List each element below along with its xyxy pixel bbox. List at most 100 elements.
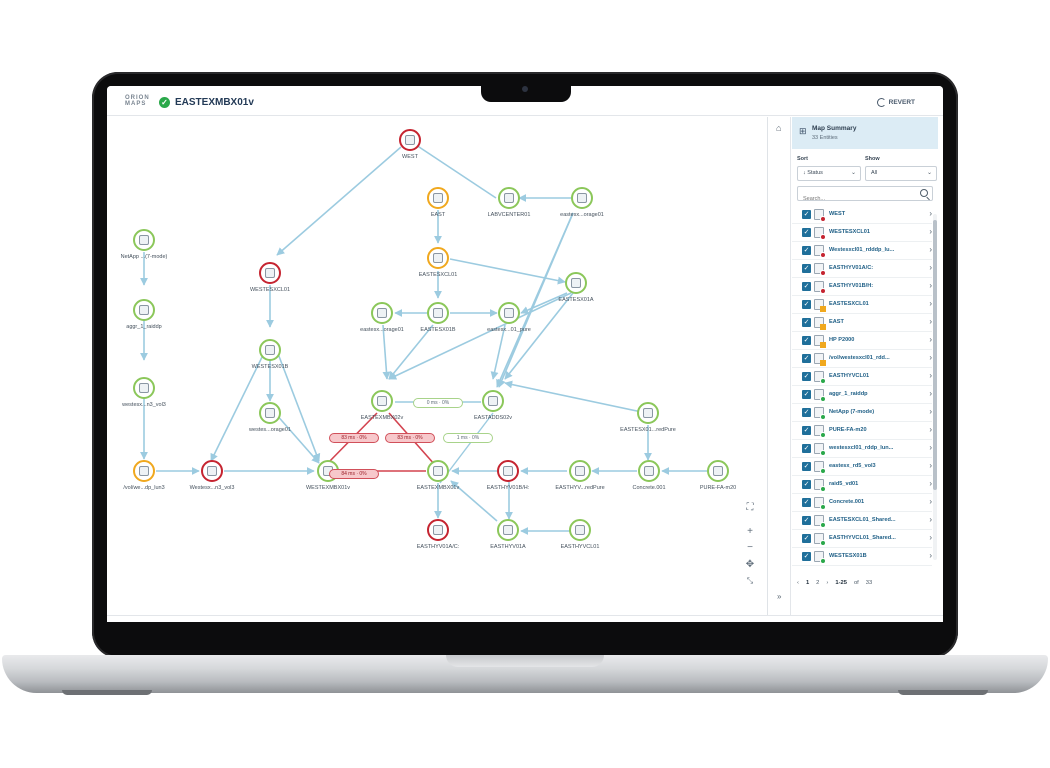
map-node[interactable] [498, 187, 520, 209]
link-metric-badge[interactable]: 83 ms · 0% [385, 433, 435, 443]
map-node[interactable] [498, 302, 520, 324]
chevron-right-icon[interactable]: › [929, 353, 932, 362]
map-node[interactable] [427, 460, 449, 482]
entity-checkbox[interactable]: ✓ [802, 300, 811, 309]
map-node[interactable] [637, 402, 659, 424]
entity-row[interactable]: ✓raid5_vd01› [792, 476, 932, 494]
entity-checkbox[interactable]: ✓ [802, 480, 811, 489]
map-node[interactable] [482, 390, 504, 412]
link-metric-badge[interactable]: 0 ms · 0% [413, 398, 463, 408]
chevron-right-icon[interactable]: › [929, 371, 932, 380]
entity-checkbox[interactable]: ✓ [802, 336, 811, 345]
map-summary-card[interactable]: ⊞ Map Summary 33 Entities [792, 117, 938, 149]
map-node[interactable] [427, 187, 449, 209]
search-icon[interactable] [920, 189, 928, 197]
fit-to-screen-button[interactable]: ⛶ [746, 502, 754, 513]
collapse-button[interactable]: ⤡ [746, 576, 754, 585]
entity-checkbox[interactable]: ✓ [802, 444, 811, 453]
entity-checkbox[interactable]: ✓ [802, 516, 811, 525]
map-node[interactable] [133, 460, 155, 482]
entity-row[interactable]: ✓Westesxcl01_rdddp_lu...› [792, 242, 932, 260]
map-node[interactable] [371, 302, 393, 324]
chevron-right-icon[interactable]: › [929, 425, 932, 434]
entity-row[interactable]: ✓Concrete.001› [792, 494, 932, 512]
entity-checkbox[interactable]: ✓ [802, 246, 811, 255]
entity-row[interactable]: ✓/vol/westesxcl01_rdd...› [792, 350, 932, 368]
entity-checkbox[interactable]: ✓ [802, 228, 811, 237]
chevron-right-icon[interactable]: › [929, 515, 932, 524]
map-node[interactable] [399, 129, 421, 151]
chevron-right-icon[interactable]: › [929, 281, 932, 290]
entity-row[interactable]: ✓aggr_1_raiddp› [792, 386, 932, 404]
map-node[interactable] [497, 460, 519, 482]
entity-row[interactable]: ✓WESTESX01B› [792, 548, 932, 566]
chevron-right-icon[interactable]: › [929, 317, 932, 326]
entity-row[interactable]: ✓NetApp (7-mode)› [792, 404, 932, 422]
page-1-button[interactable]: 1 [805, 580, 810, 586]
chevron-right-icon[interactable]: › [929, 497, 932, 506]
center-map-button[interactable]: ✥ [745, 559, 755, 570]
entity-row[interactable]: ✓WESTESXCL01› [792, 224, 932, 242]
entity-row[interactable]: ✓EAST› [792, 314, 932, 332]
map-node[interactable] [427, 247, 449, 269]
map-node[interactable] [371, 390, 393, 412]
chevron-right-icon[interactable]: › [929, 209, 932, 218]
scrollbar-thumb[interactable] [933, 220, 937, 490]
map-node[interactable] [133, 229, 155, 251]
entity-checkbox[interactable]: ✓ [802, 498, 811, 507]
map-node[interactable] [427, 302, 449, 324]
page-2-button[interactable]: 2 [816, 580, 820, 586]
map-node[interactable] [571, 187, 593, 209]
entity-checkbox[interactable]: ✓ [802, 372, 811, 381]
entity-row[interactable]: ✓HP P2000› [792, 332, 932, 350]
entity-checkbox[interactable]: ✓ [802, 426, 811, 435]
home-icon[interactable]: ⌂ [776, 123, 782, 133]
map-node[interactable] [133, 299, 155, 321]
zoom-out-button[interactable]: − [747, 542, 753, 553]
entity-checkbox[interactable]: ✓ [802, 354, 811, 363]
entity-row[interactable]: ✓eastesx_rd5_vol3› [792, 458, 932, 476]
show-select[interactable]: All ⌄ [865, 166, 937, 181]
entity-list-scrollbar[interactable] [933, 214, 937, 560]
revert-button[interactable]: REVERT [876, 98, 915, 107]
chevron-right-icon[interactable]: › [929, 479, 932, 488]
entity-row[interactable]: ✓WEST› [792, 206, 932, 224]
link-metric-badge[interactable]: 1 ms · 0% [443, 433, 493, 443]
entity-row[interactable]: ✓EASTESXCL01_Shared...› [792, 512, 932, 530]
chevron-right-icon[interactable]: › [929, 407, 932, 416]
map-node[interactable] [638, 460, 660, 482]
sort-select[interactable]: ↓ Status ⌄ [797, 166, 861, 181]
entity-checkbox[interactable]: ✓ [802, 534, 811, 543]
entity-row[interactable]: ✓westesxcl01_rddp_lun...› [792, 440, 932, 458]
map-node[interactable] [569, 519, 591, 541]
entity-row[interactable]: ✓EASTHYV01B/H:› [792, 278, 932, 296]
entity-row[interactable]: ✓EASTHYVCL01› [792, 368, 932, 386]
entity-row[interactable]: ✓EASTHYV01A/C:› [792, 260, 932, 278]
search-input[interactable] [798, 192, 908, 206]
map-node[interactable] [707, 460, 729, 482]
map-node[interactable] [259, 402, 281, 424]
entity-checkbox[interactable]: ✓ [802, 282, 811, 291]
entity-row[interactable]: ✓PURE-FA-m20› [792, 422, 932, 440]
chevron-right-icon[interactable]: › [929, 245, 932, 254]
entity-checkbox[interactable]: ✓ [802, 408, 811, 417]
entity-row[interactable]: ✓EASTESXCL01› [792, 296, 932, 314]
map-node[interactable] [201, 460, 223, 482]
map-node[interactable] [565, 272, 587, 294]
map-node[interactable] [133, 377, 155, 399]
map-node[interactable] [259, 339, 281, 361]
splitter[interactable] [767, 117, 768, 615]
entity-row[interactable]: ✓EASTHYVCL01_Shared...› [792, 530, 932, 548]
entity-checkbox[interactable]: ✓ [802, 462, 811, 471]
entity-checkbox[interactable]: ✓ [802, 264, 811, 273]
chevron-right-icon[interactable]: › [929, 389, 932, 398]
map-node[interactable] [497, 519, 519, 541]
link-metric-badge[interactable]: 84 ms · 0% [329, 469, 379, 479]
chevron-right-icon[interactable]: › [929, 263, 932, 272]
entity-checkbox[interactable]: ✓ [802, 552, 811, 561]
chevron-right-icon[interactable]: › [929, 533, 932, 542]
map-node[interactable] [259, 262, 281, 284]
zoom-in-button[interactable]: + [747, 526, 753, 537]
chevron-right-icon[interactable]: › [929, 551, 932, 560]
